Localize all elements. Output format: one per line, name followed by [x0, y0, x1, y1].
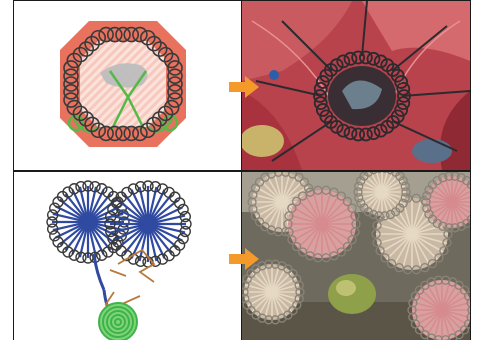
octagonal-coil-ring-diagram: [14, 1, 241, 170]
right-arrow-icon: [229, 76, 259, 98]
bottom-left-diagram-panel: [14, 172, 241, 340]
coil-ring-on-red-leaves-photo: [242, 1, 470, 170]
top-right-photo-panel: [242, 1, 470, 170]
right-spoked-coil: [105, 181, 191, 267]
top-left-diagram-panel: [14, 1, 241, 170]
bottom-right-photo-panel: [242, 172, 470, 340]
right-arrow-icon: [229, 248, 259, 270]
green-spiral: [99, 303, 137, 340]
double-blue-spoked-coil-diagram: [14, 172, 241, 340]
spoked-coil-wheels-photo: [242, 172, 470, 340]
